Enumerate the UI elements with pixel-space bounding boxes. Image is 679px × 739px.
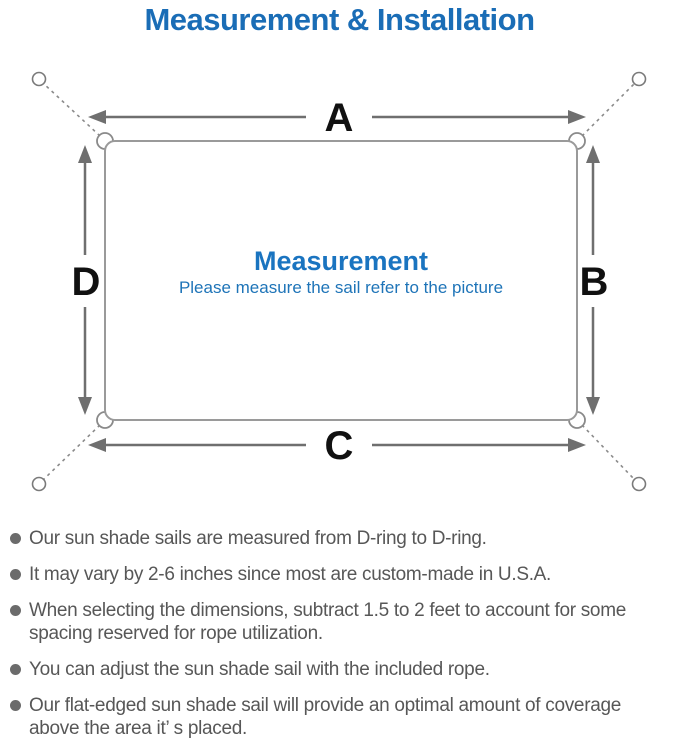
note-text: Our sun shade sails are measured from D-… — [29, 528, 487, 549]
center-subtitle: Please measure the sail refer to the pic… — [179, 278, 503, 297]
arrowhead-left-icon — [88, 438, 106, 452]
center-heading: Measurement — [254, 246, 428, 276]
dimension-label-a: A — [325, 96, 354, 140]
rope-dashed-line-top-left — [43, 83, 101, 137]
dimension-arrow-d — [78, 145, 92, 415]
arrowhead-up-icon — [78, 145, 92, 163]
bullet-dot-icon — [10, 605, 21, 616]
bullet-dot-icon — [10, 569, 21, 580]
dimension-arrow-a — [88, 110, 586, 124]
bullet-dot-icon — [10, 700, 21, 711]
bullet-dot-icon — [10, 533, 21, 544]
note-text: It may vary by 2-6 inches since most are… — [29, 564, 552, 585]
rope-dashed-line-bottom-left — [43, 424, 101, 480]
note-text: Our flat-edged sun shade sail will provi… — [29, 695, 622, 739]
anchor-point-icon — [31, 476, 47, 492]
list-item: It may vary by 2-6 inches since most are… — [10, 563, 674, 586]
bullet-dot-icon — [10, 664, 21, 675]
list-item: You can adjust the sun shade sail with t… — [10, 658, 674, 681]
rope-dashed-line-bottom-right — [581, 424, 635, 480]
arrowhead-right-icon — [568, 110, 586, 124]
list-item: Our flat-edged sun shade sail will provi… — [10, 694, 674, 739]
sail-outline — [104, 140, 578, 421]
anchor-point-icon — [631, 71, 647, 87]
anchor-point-icon — [631, 476, 647, 492]
dimension-label-b: B — [580, 260, 609, 304]
dimension-label-d: D — [72, 260, 101, 304]
notes-list: Our sun shade sails are measured from D-… — [10, 527, 674, 739]
arrowhead-left-icon — [88, 110, 106, 124]
rope-dashed-line-top-right — [581, 83, 635, 137]
measurement-diagram: A B C D Measurement Please measure the s… — [31, 71, 647, 492]
arrowhead-down-icon — [78, 397, 92, 415]
arrowhead-right-icon — [568, 438, 586, 452]
list-item: When selecting the dimensions, subtract … — [10, 599, 674, 645]
note-text: When selecting the dimensions, subtract … — [29, 600, 626, 644]
dimension-arrow-c — [88, 438, 586, 452]
dimension-arrow-b — [586, 145, 600, 415]
list-item: Our sun shade sails are measured from D-… — [10, 527, 674, 550]
note-text: You can adjust the sun shade sail with t… — [29, 659, 490, 680]
dimension-label-c: C — [325, 424, 354, 468]
arrowhead-up-icon — [586, 145, 600, 163]
page-title: Measurement & Installation — [144, 2, 535, 37]
arrowhead-down-icon — [586, 397, 600, 415]
anchor-point-icon — [31, 71, 47, 87]
